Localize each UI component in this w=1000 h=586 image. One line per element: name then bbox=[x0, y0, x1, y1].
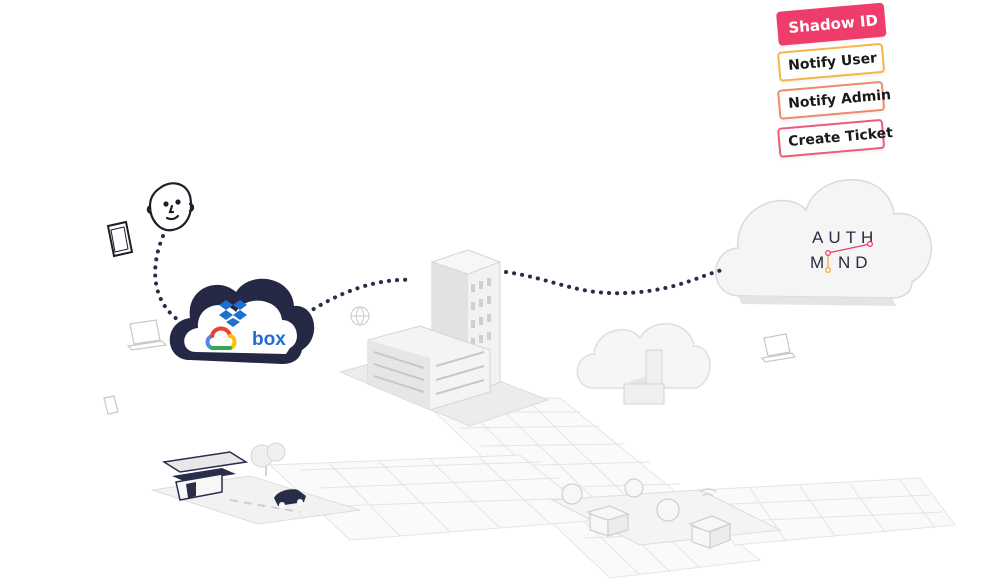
authmind-cloud bbox=[715, 179, 932, 306]
saas-cloud bbox=[169, 278, 315, 364]
laptop-icon bbox=[126, 319, 168, 351]
logo-line-m: M bbox=[810, 253, 829, 272]
user-face-icon bbox=[146, 182, 195, 232]
floor-grid-left bbox=[268, 454, 602, 541]
box-logo: box bbox=[252, 329, 286, 350]
dropbox-icon bbox=[219, 300, 247, 327]
logo-line-auth: AUTH bbox=[812, 228, 878, 247]
laptop-icon-right bbox=[760, 333, 797, 363]
headquarters-building bbox=[338, 249, 550, 427]
car-icon bbox=[274, 489, 306, 508]
logo-network-icon bbox=[825, 241, 873, 273]
tablet-icon bbox=[106, 220, 134, 258]
google-cloud-icon bbox=[205, 326, 237, 350]
shop-building bbox=[151, 451, 361, 525]
logo-line-nd: ND bbox=[838, 253, 873, 272]
globe-icon bbox=[350, 306, 370, 326]
tree-left bbox=[250, 442, 286, 476]
branch-cloud bbox=[576, 323, 711, 405]
phone-icon bbox=[103, 395, 119, 415]
houses bbox=[549, 478, 783, 549]
connection-paths bbox=[153, 234, 724, 322]
